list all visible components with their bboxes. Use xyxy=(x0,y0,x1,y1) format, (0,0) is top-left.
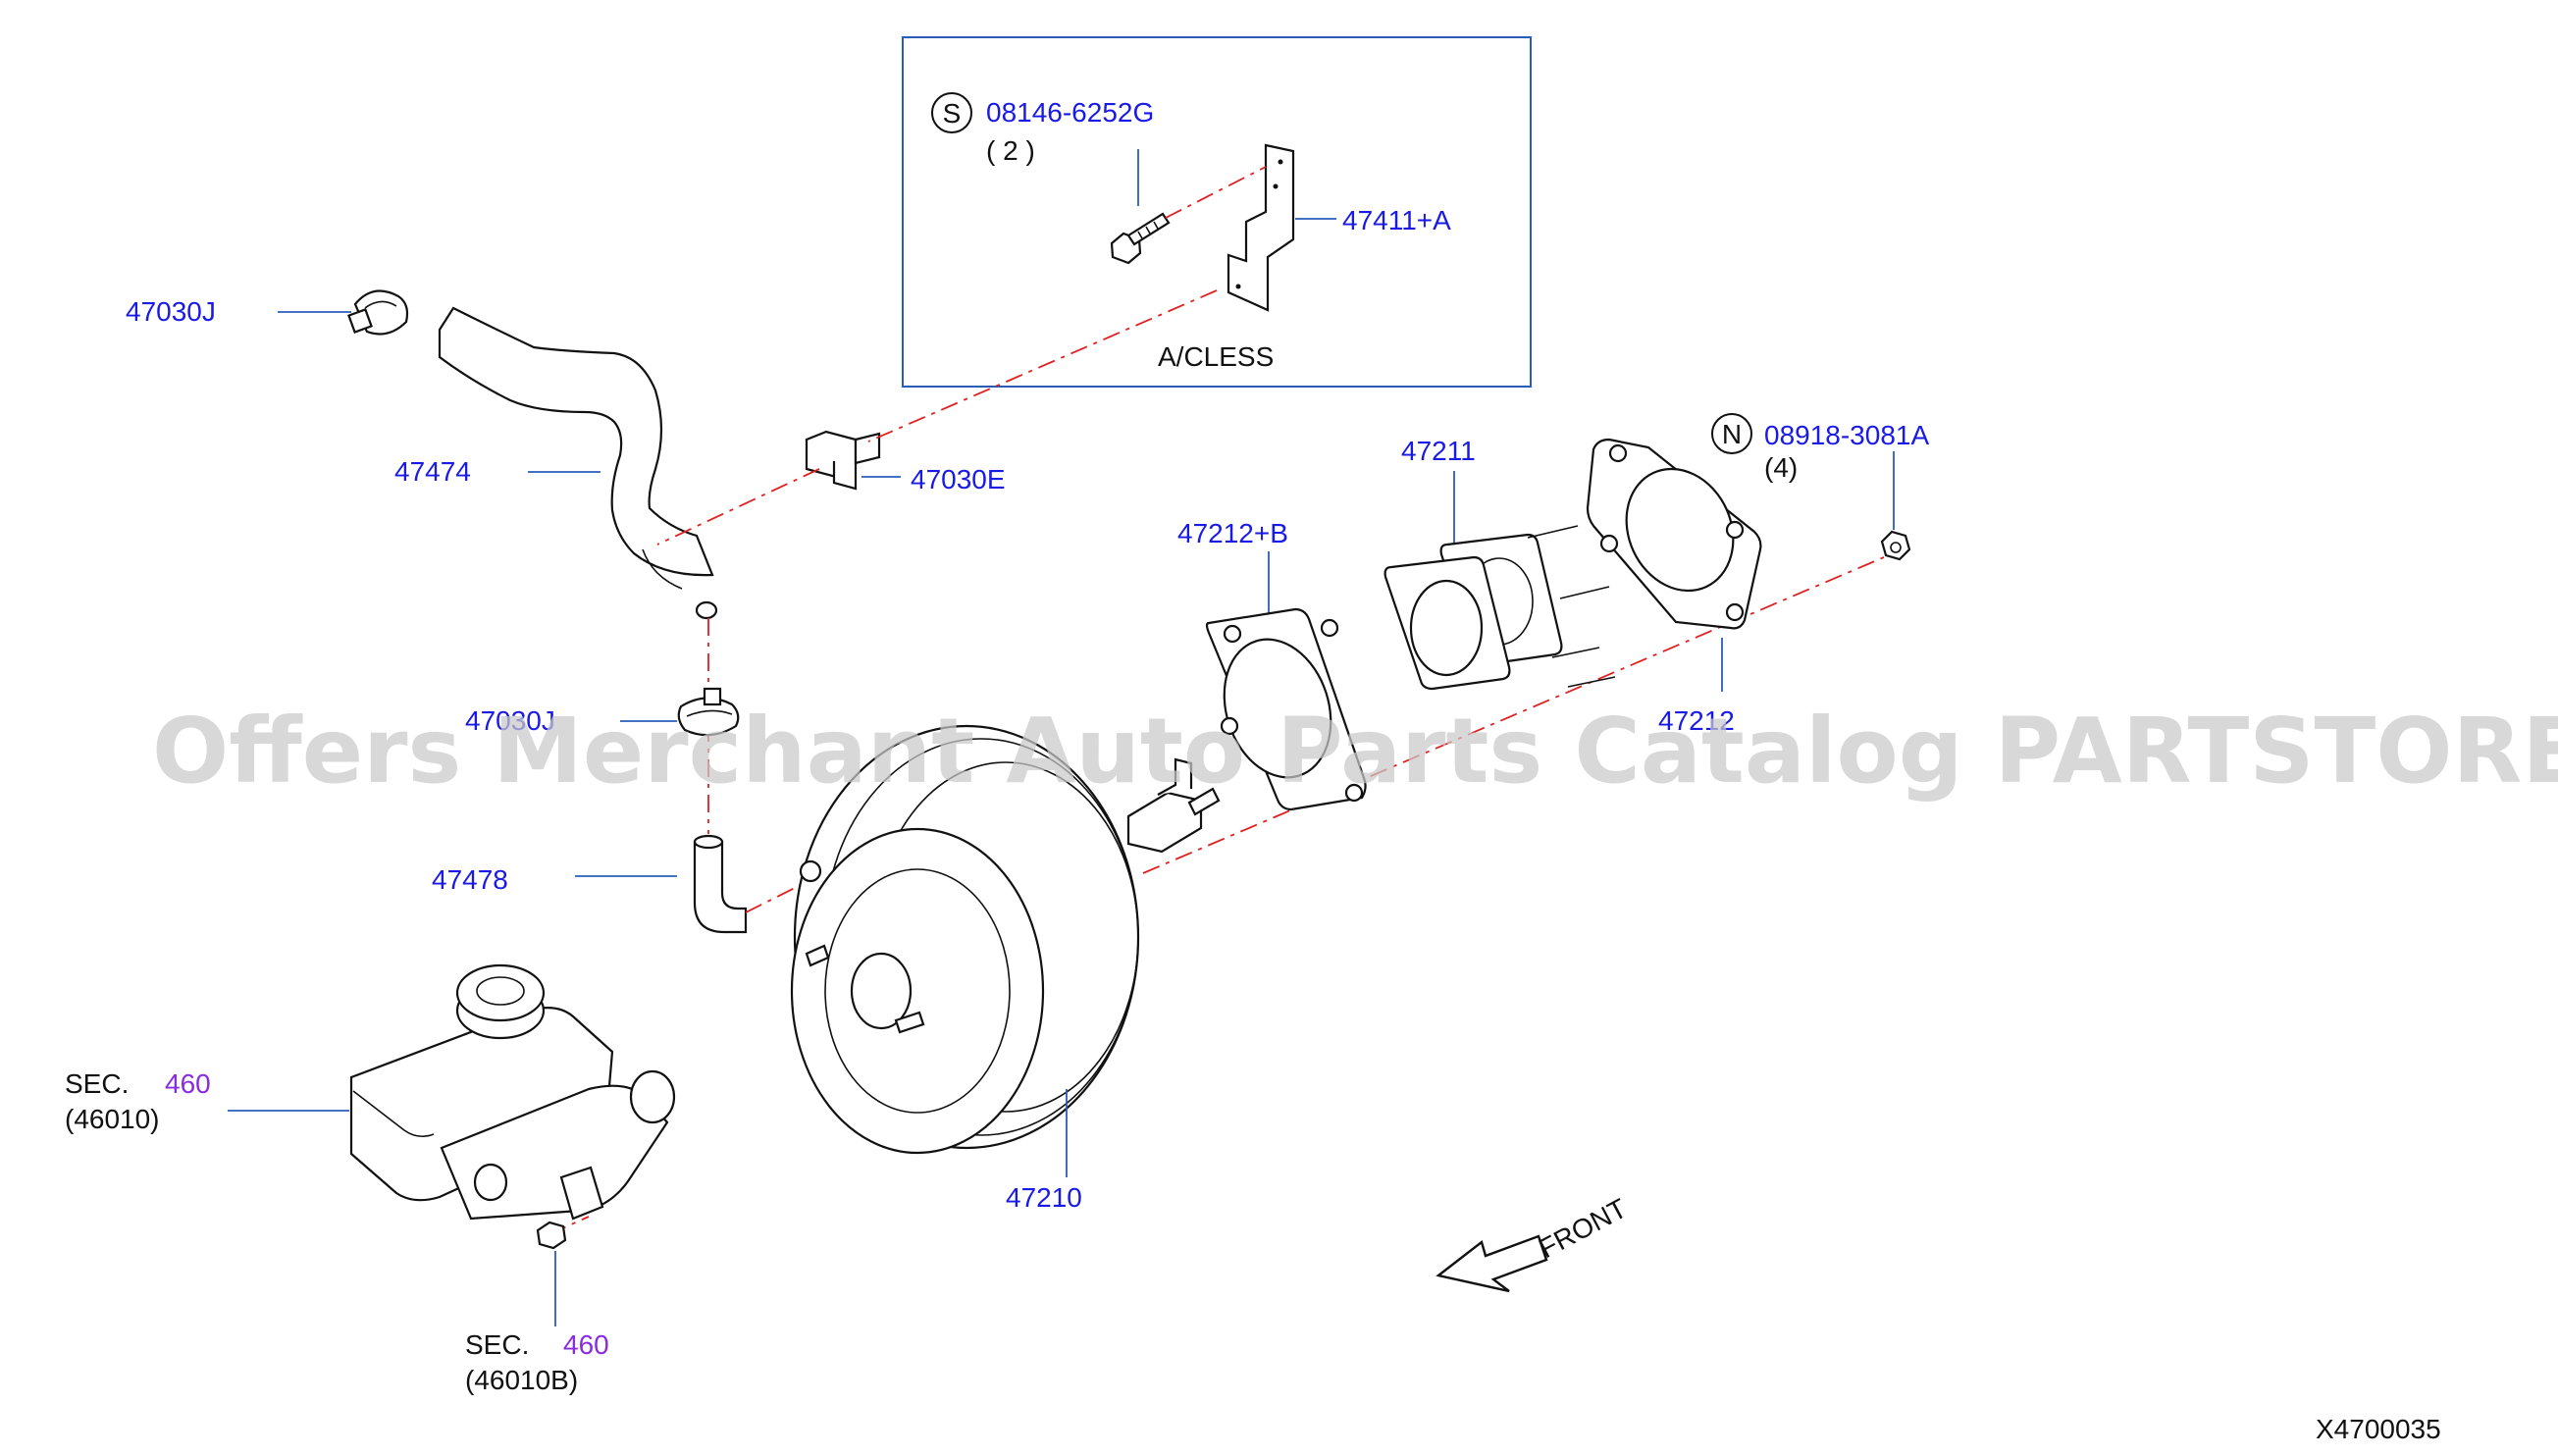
master-cylinder-icon xyxy=(349,963,676,1221)
bolt-sec-prefix: SEC. xyxy=(465,1329,529,1360)
bolt-sec-ref: (46010B) xyxy=(465,1365,578,1395)
bolt-quantity: ( 2 ) xyxy=(986,135,1035,166)
gasket-part-number[interactable]: 47212 xyxy=(1658,705,1735,736)
spacer-part-number[interactable]: 47211 xyxy=(1401,436,1476,466)
vacuum-hose-icon xyxy=(438,306,718,620)
nut-quantity: (4) xyxy=(1764,452,1798,483)
connector-part-number[interactable]: 47030E xyxy=(911,464,1006,494)
master-sec-prefix: SEC. xyxy=(65,1068,129,1099)
nut-part-number[interactable]: 08918-3081A xyxy=(1764,420,1929,450)
gasket-icon xyxy=(1586,438,1762,630)
connector-hose-centerline xyxy=(656,468,820,546)
n-symbol: N xyxy=(1711,413,1752,454)
bolt-part-number[interactable]: 08146-6252G xyxy=(986,97,1154,128)
bracket-centerline xyxy=(867,289,1218,442)
brake-booster-icon xyxy=(790,724,1221,1155)
inset-frame xyxy=(902,36,1532,388)
n-symbol-letter: N xyxy=(1722,419,1742,449)
clamp-lower-icon xyxy=(677,687,740,737)
bracket-part-number[interactable]: 47411+A xyxy=(1342,205,1451,235)
watermark-text: Offers Merchant Auto Parts Catalog PARTS… xyxy=(152,699,2558,804)
booster-part-number[interactable]: 47210 xyxy=(1006,1182,1082,1213)
gasket-b-part-number[interactable]: 47212+B xyxy=(1177,518,1288,548)
diagram-id: X4700035 xyxy=(2316,1414,2441,1444)
nut-icon xyxy=(1880,530,1911,561)
clamp-upper-part-number[interactable]: 47030J xyxy=(126,296,216,327)
front-label: FRONT xyxy=(1534,1193,1632,1265)
s-symbol-letter: S xyxy=(943,98,962,129)
booster-centerline xyxy=(1142,556,1885,874)
bolt-centerline xyxy=(1165,166,1267,219)
clamp-upper-icon xyxy=(347,289,409,336)
connector-icon xyxy=(805,430,901,491)
hose-part-number[interactable]: 47474 xyxy=(394,456,471,487)
aircon-less-note: A/CLESS xyxy=(1158,341,1274,372)
master-bolt-icon xyxy=(536,1221,567,1250)
master-sec-ref: (46010) xyxy=(65,1104,160,1134)
elbow-part-number[interactable]: 47478 xyxy=(432,864,508,895)
front-arrow-icon xyxy=(1436,1234,1548,1293)
master-sec-number[interactable]: 460 xyxy=(165,1068,211,1099)
elbow-booster-centerline xyxy=(745,882,806,913)
bolt-icon xyxy=(1110,149,1171,265)
gasket-b-icon xyxy=(1205,607,1367,811)
s-symbol: S xyxy=(931,92,972,133)
elbow-icon xyxy=(693,834,748,934)
bolt-sec-number[interactable]: 460 xyxy=(563,1329,609,1360)
clamp-lower-part-number[interactable]: 47030J xyxy=(465,705,555,736)
bracket-icon xyxy=(1227,143,1336,312)
spacer-icon xyxy=(1383,525,1616,691)
